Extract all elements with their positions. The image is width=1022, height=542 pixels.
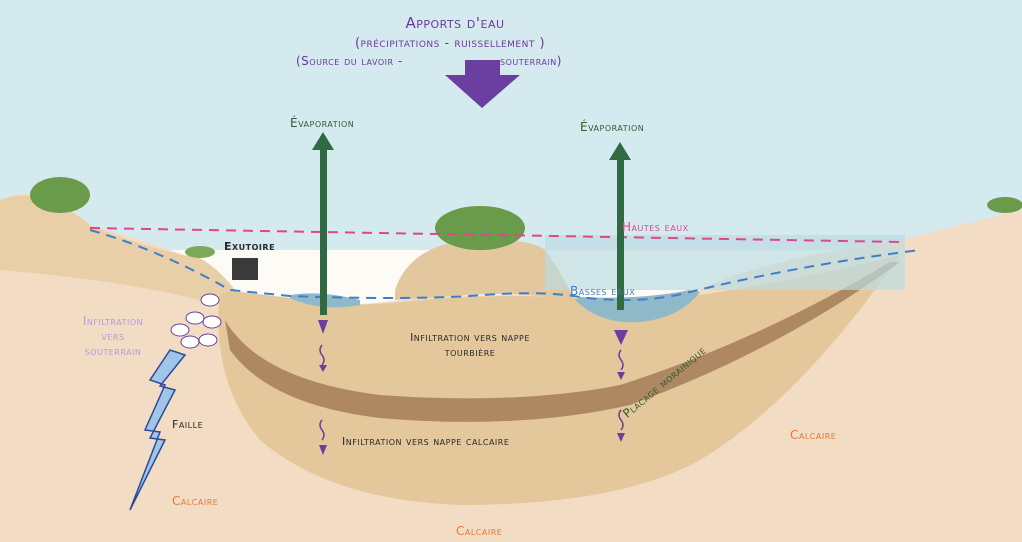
vegetation-island [435,206,525,250]
infiltration-arrow [614,330,628,345]
infiltration-tourbiere-label: Infiltration vers nappe tourbière [370,330,570,360]
infiltration-arrow [319,365,327,372]
source-right: souterrain) [500,54,562,68]
infiltration-souterrain-label: Infiltration vers souterrain [58,314,168,359]
pebble [200,293,220,307]
evaporation-arrow-right-head [609,142,631,160]
infiltration-souterrain-line-3: souterrain [84,344,142,358]
moraine-basin [218,255,901,505]
pebble [198,333,218,347]
central-island [395,239,575,300]
pebble [202,315,222,329]
clay-band [225,262,900,422]
pebble [170,323,190,337]
vegetation-right [987,197,1022,213]
lake-right [575,290,700,323]
infiltration-arrow [617,433,625,442]
evaporation-arrow-left-shaft [320,150,327,315]
calcaire-label-bottom: Calcaire [456,524,503,538]
evaporation-label-right: Évaporation [580,120,645,134]
infiltration-arrow [318,320,328,334]
evaporation-arrow-right-shaft [617,160,624,310]
infiltration-arrow [618,349,624,371]
calcaire-label-right: Calcaire [790,428,837,442]
water-input-arrow [445,60,520,108]
vegetation-left [30,177,90,213]
pebble [180,335,200,349]
infiltration-arrow [617,372,625,380]
infiltration-tourbiere-line-2: tourbière [444,346,496,359]
subtitle: (précipitations - ruissellement ) [354,36,546,51]
infiltration-arrow [618,409,624,431]
infiltration-arrow [319,419,325,441]
vegetation-outlet [185,246,215,258]
infiltration-souterrain-line-1: Infiltration [82,314,144,328]
infiltration-souterrain-line-2: vers [101,329,125,343]
left-bank [0,195,235,300]
exutoire-box [232,258,258,280]
exutoire-label: Exutoire [224,240,276,253]
infiltration-arrow [319,445,327,455]
title: Apports d'eau [405,14,505,32]
infiltration-arrow [319,344,325,366]
evaporation-label-left: Évaporation [290,116,355,130]
calcaire-label-left: Calcaire [172,494,219,508]
sky [0,0,1022,250]
pebble [185,311,205,325]
high-water-label: Hautes eaux [622,220,689,234]
evaporation-arrow-left-head [312,132,334,150]
source-left: (Source du lavoir - [296,54,403,68]
low-water-label: Basses eaux [570,284,636,298]
high-water-body [545,235,905,290]
infiltration-calcaire-label: Infiltration vers nappe calcaire [342,435,510,448]
low-water-line [89,229,921,302]
fault-crack [129,349,187,511]
infiltration-tourbiere-line-1: Infiltration vers nappe [410,331,530,344]
faille-label: Faille [172,418,204,431]
